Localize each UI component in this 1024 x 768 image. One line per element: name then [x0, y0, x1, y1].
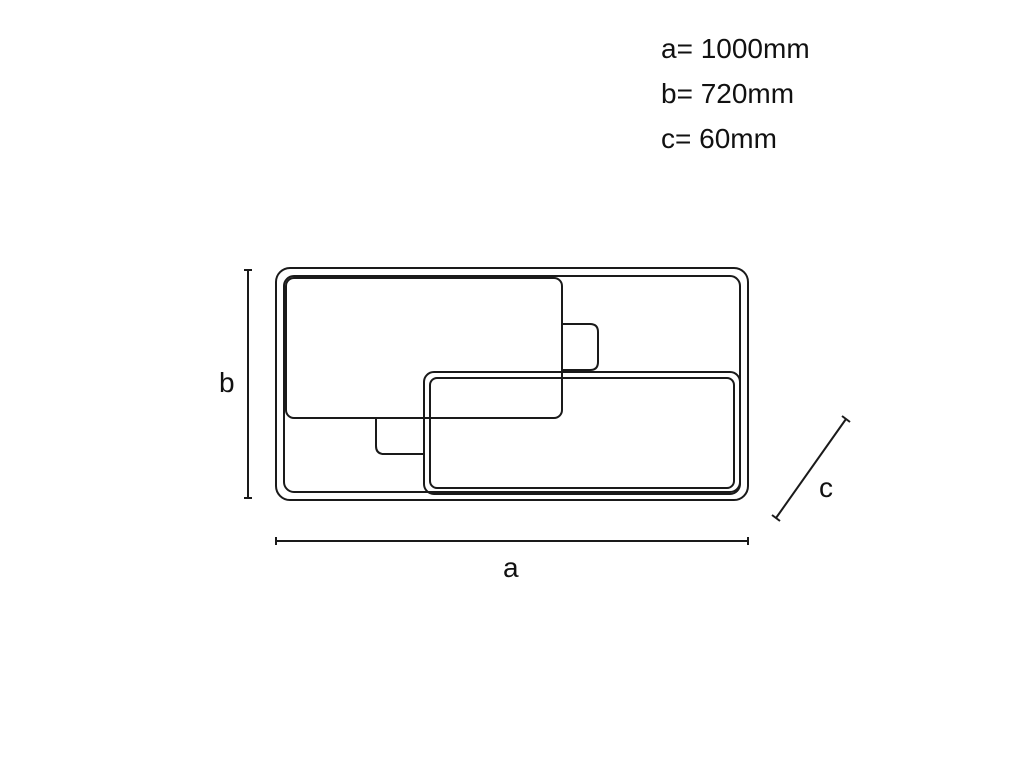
- bottom-right-panel-inner: [429, 377, 735, 489]
- spec-b: b= 720mm: [661, 78, 795, 109]
- dimension-spec-list: a= 1000mm b= 720mm c= 60mm: [661, 26, 810, 161]
- spec-c: c= 60mm: [661, 123, 777, 154]
- dimension-tick-c-top: [841, 415, 851, 423]
- lower-connector-tab: [375, 418, 424, 455]
- spec-a: a= 1000mm: [661, 33, 810, 64]
- upper-connector-tab: [562, 323, 599, 371]
- dimension-label-b: b: [219, 367, 235, 398]
- outer-frame: [275, 267, 749, 501]
- dimension-line-c: [775, 418, 847, 519]
- inner-frame: [283, 275, 741, 493]
- bottom-right-panel-outer: [423, 371, 741, 495]
- dimension-label-a: a: [503, 552, 519, 583]
- dimension-label-c: c: [819, 472, 833, 503]
- dimension-tick-c-bottom: [771, 514, 781, 522]
